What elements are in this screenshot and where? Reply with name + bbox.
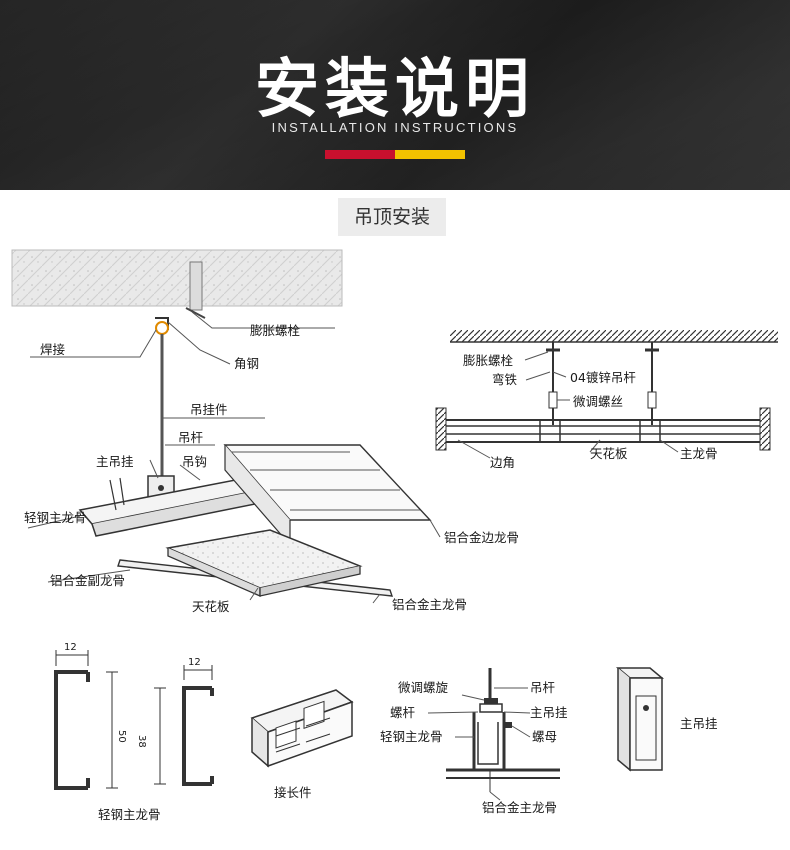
side-label-bend-iron: 弯铁	[492, 372, 518, 387]
assembly-label-hanger-rod: 吊杆	[530, 680, 556, 695]
dim-height-2: 38	[136, 735, 147, 748]
page-subtitle: INSTALLATION INSTRUCTIONS	[271, 120, 519, 135]
accent-bar-red	[325, 150, 395, 159]
dim-height-1: 50	[116, 730, 127, 743]
label-hanger-rod: 吊杆	[178, 430, 204, 445]
label-main-hanger: 主吊挂	[96, 454, 134, 469]
accent-bar-yellow	[395, 150, 465, 159]
dim-top-2: 12	[188, 657, 201, 668]
label-aluminum-main-keel: 铝合金主龙骨	[392, 597, 467, 612]
caption-main-hanger: 主吊挂	[680, 716, 718, 731]
dim-top-1: 12	[64, 642, 77, 653]
label-angle-steel: 角钢	[234, 356, 259, 371]
label-aluminum-edge-keel: 铝合金边龙骨	[444, 530, 519, 545]
label-hanger-piece: 吊挂件	[190, 402, 228, 417]
label-ceiling-panel: 天花板	[192, 599, 230, 614]
header-banner: 安装说明 INSTALLATION INSTRUCTIONS	[0, 0, 790, 190]
label-hook: 吊钩	[182, 454, 207, 469]
detail-hanger: 主吊挂	[615, 667, 718, 772]
main-diagram: 膨胀螺栓 焊接 角钢 吊挂件 吊杆 主吊挂 吊钩 轻钢主龙骨 铝合金边龙骨 铝合…	[11, 249, 519, 614]
detail-connector: 接长件	[250, 689, 354, 800]
side-label-fine-screw: 微调螺丝	[573, 394, 623, 409]
caption-connector: 接长件	[274, 785, 312, 800]
detail-assembly: 微调螺旋 吊杆 螺杆 主吊挂 轻钢主龙骨 螺母 铝合金主龙骨	[380, 668, 568, 815]
label-aluminum-sub-keel: 铝合金副龙骨	[50, 573, 125, 588]
assembly-label-screw-rod: 螺杆	[390, 705, 416, 720]
section-title: 吊顶安装	[338, 198, 446, 236]
side-label-ceiling-panel: 天花板	[590, 446, 628, 461]
assembly-label-light-steel-main-keel: 轻钢主龙骨	[380, 729, 443, 744]
side-label-main-keel: 主龙骨	[680, 446, 718, 461]
side-label-expansion-bolt: 膨胀螺栓	[463, 353, 514, 368]
assembly-label-aluminum-main-keel: 铝合金主龙骨	[482, 800, 557, 815]
weld-mark	[155, 321, 169, 335]
label-expansion-bolt: 膨胀螺栓	[250, 323, 301, 338]
caption-light-steel-main-keel: 轻钢主龙骨	[98, 807, 161, 822]
detail-profile: 12 50 12 38 轻钢主龙骨	[54, 642, 214, 822]
label-weld: 焊接	[40, 342, 66, 357]
side-label-edge-corner: 边角	[490, 455, 515, 470]
assembly-label-nut: 螺母	[532, 729, 557, 744]
assembly-label-fine-screw: 微调螺旋	[398, 680, 449, 695]
side-diagram: 膨胀螺栓 弯铁 04镀锌吊杆 微调螺丝 边角 天花板 主龙骨	[435, 330, 778, 470]
page-title: 安装说明	[255, 53, 535, 127]
assembly-label-main-hanger: 主吊挂	[530, 705, 568, 720]
side-label-galvanized-rod: 04镀锌吊杆	[570, 370, 636, 385]
expansion-bolt-shape	[189, 261, 203, 311]
label-light-steel-main-keel: 轻钢主龙骨	[24, 510, 87, 525]
concrete-slab	[11, 249, 343, 307]
